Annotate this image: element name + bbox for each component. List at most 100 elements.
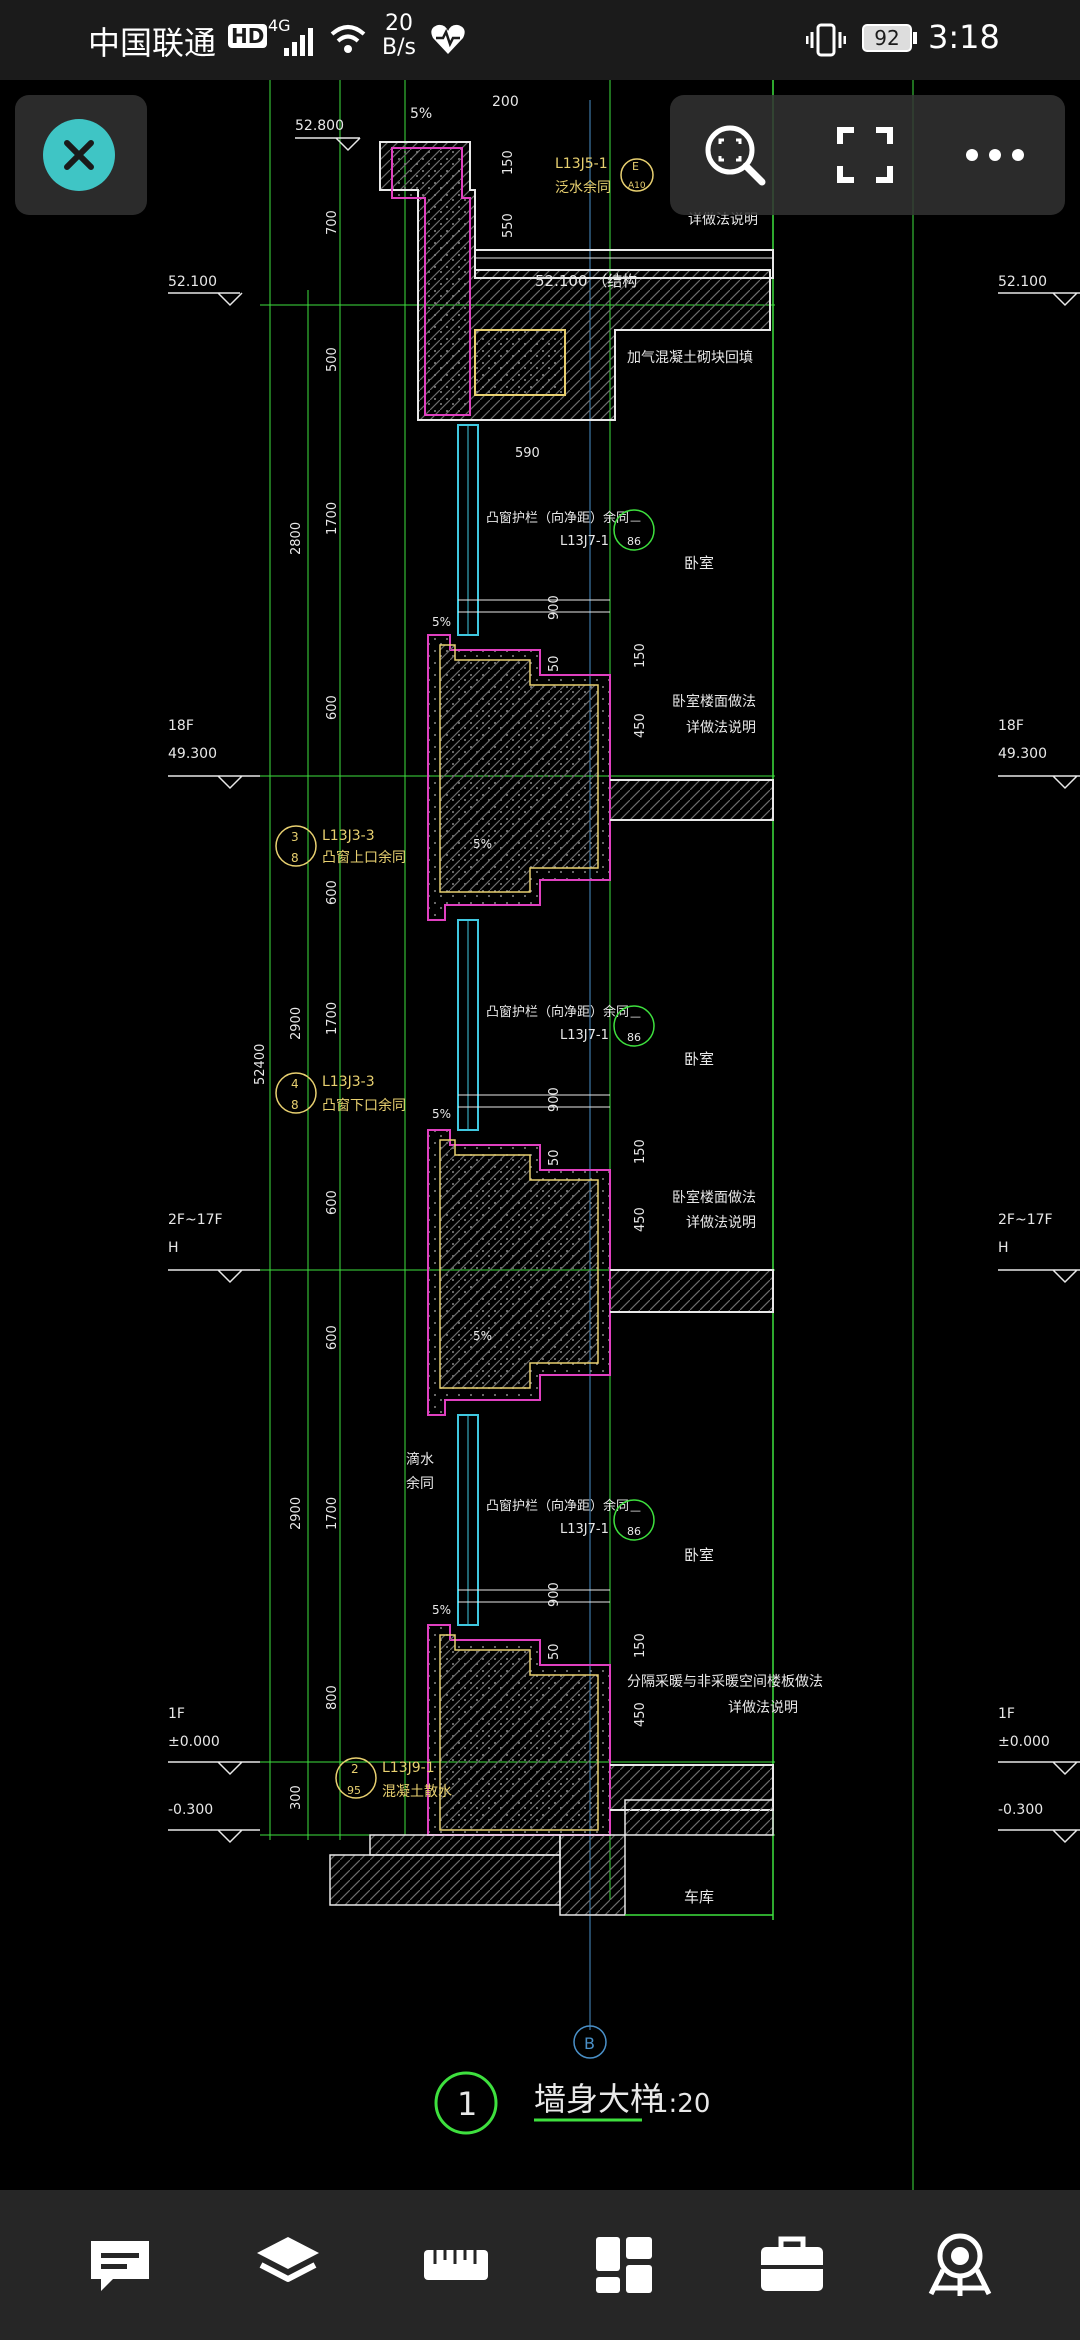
ref-bubble-86-3 [613, 1499, 655, 1541]
dim-50-2: 50 [547, 1149, 562, 1166]
dim-590: 590 [515, 446, 540, 461]
toolbox-button[interactable] [752, 2225, 832, 2305]
ref-fanshui: 泛水余同 [555, 179, 611, 196]
axis-b-bubble [573, 2025, 607, 2059]
dim-2900-2: 2900 [289, 1497, 304, 1530]
more-button[interactable] [960, 120, 1030, 190]
settings-icon [928, 2233, 992, 2296]
ref-bubble-2 [335, 1757, 377, 1799]
ref-l13j5: L13J5-1 [555, 156, 608, 172]
bedroom-floor-note-2: 卧室楼面做法 [672, 1189, 756, 1206]
bubble-86-2: 86 [627, 1031, 641, 1044]
ref-4-top: 4 [291, 1077, 299, 1091]
measure-button[interactable] [416, 2225, 496, 2305]
ref-4-bottom: 8 [291, 1098, 299, 1112]
bubble-86-1: 86 [627, 535, 641, 548]
elev-000-right: ±0.000 [998, 1734, 1050, 1750]
floor-h-right: H [998, 1240, 1009, 1256]
zoom-extents-button[interactable] [700, 120, 770, 190]
close-panel [15, 95, 147, 215]
dim-600-4: 600 [325, 1325, 340, 1350]
heated-floor-note: 分隔采暖与非采暖空间楼板做法 [627, 1674, 823, 1690]
layout-button[interactable] [584, 2225, 664, 2305]
clock: 3:18 [928, 18, 1000, 56]
view-toolbar [670, 95, 1065, 215]
detail-note-2: 详做法说明 [686, 1215, 756, 1231]
dim-50-1: 50 [547, 655, 562, 672]
slope-top: 5% [410, 106, 432, 122]
elev-roof-right: 52.100 [998, 274, 1047, 290]
more-icon [966, 149, 1024, 161]
ref-l13j7-2: L13J7-1 [560, 1028, 609, 1043]
comment-icon [91, 2241, 149, 2291]
bubble-dash-3: — [630, 1504, 641, 1517]
cad-canvas[interactable]: 52.800 5% 200 52.100 52.100 52.100 （结构 L… [0, 80, 1080, 2190]
dim-900-1: 900 [547, 595, 562, 620]
elev-m0300-left: -0.300 [168, 1802, 213, 1818]
bubble-dash-2: — [630, 1010, 641, 1023]
bubble-dash-1: — [630, 514, 641, 527]
ground-section [329, 1799, 774, 1916]
title-scale: 1:20 [652, 2089, 710, 2119]
fullscreen-button[interactable] [830, 120, 900, 190]
dim-300: 300 [289, 1785, 304, 1810]
dim-2900-1: 2900 [289, 1007, 304, 1040]
dim-600-1: 600 [325, 695, 340, 720]
detail-note-top: 详做法说明 [688, 212, 758, 228]
block-fill-note: 加气混凝土砌块回填 [627, 350, 753, 366]
bedroom-1: 卧室 [684, 554, 714, 572]
slope-2: 5% [473, 837, 492, 851]
top-elevation: 52.800 [295, 118, 344, 134]
elev-roof-left: 52.100 [168, 274, 217, 290]
ref-bubble-86-1 [613, 509, 655, 551]
zoom-extents-icon [705, 125, 766, 186]
ref-2-bottom: 95 [347, 1784, 361, 1797]
measure-icon [424, 2250, 488, 2280]
dim-450-3: 450 [633, 1702, 648, 1727]
floor-2f17f-left: 2F~17F [168, 1212, 223, 1228]
window-bay-1 [427, 424, 774, 921]
layers-button[interactable] [248, 2225, 328, 2305]
dim-150-top: 150 [501, 150, 516, 175]
ref-l13j3-2: L13J3-3 [322, 1074, 375, 1090]
window-bay-3 [427, 1414, 774, 1836]
level-markers-right [998, 292, 1080, 1844]
bedroom-floor-note-1: 卧室楼面做法 [672, 693, 756, 710]
dimension-texts: 700 500 2800 1700 600 600 2900 1700 5240… [253, 150, 648, 1810]
elev-49300-right: 49.300 [998, 746, 1047, 762]
slope-4: 5% [473, 1329, 492, 1343]
net-speed: 20 B/s [382, 12, 416, 60]
bubble-86-3: 86 [627, 1525, 641, 1538]
dim-1700-1: 1700 [325, 502, 340, 535]
floor-1f-left: 1F [168, 1706, 185, 1722]
apron-note: 混凝土散水 [382, 1784, 452, 1800]
ref-l13j7-1: L13J7-1 [560, 534, 609, 549]
ref-e-top: E [632, 160, 639, 173]
net-speed-value: 20 [384, 11, 413, 36]
window-bay-2 [427, 919, 774, 1416]
dim-200: 200 [492, 94, 519, 110]
dim-600-3: 600 [325, 1190, 340, 1215]
drawing-sheet[interactable]: 52.800 5% 200 52.100 52.100 52.100 （结构 L… [0, 80, 1080, 2190]
dim-700: 700 [325, 210, 340, 235]
dim-450-1: 450 [633, 713, 648, 738]
status-bar: 中国联通 HD 4G 20 B/s 92 3:18 [0, 0, 1080, 80]
floor-1f-right: 1F [998, 1706, 1015, 1722]
elev-m0300-right: -0.300 [998, 1802, 1043, 1818]
layout-icon [596, 2237, 652, 2293]
elev-000-left: ±0.000 [168, 1734, 220, 1750]
dim-150-3: 150 [633, 1633, 648, 1658]
ref-bubble-e [620, 158, 654, 192]
network-type: 4G [268, 16, 291, 35]
ref-3-top: 3 [291, 830, 299, 844]
bedroom-2: 卧室 [684, 1050, 714, 1068]
settings-button[interactable] [920, 2225, 1000, 2305]
dim-50-3: 50 [547, 1643, 562, 1660]
dim-450-2: 450 [633, 1207, 648, 1232]
close-button[interactable] [43, 119, 115, 191]
ref-l13j9: L13J9-1 [382, 1760, 435, 1776]
hd-badge: HD [228, 24, 268, 48]
ref-2-top: 2 [351, 1762, 359, 1776]
comment-button[interactable] [80, 2225, 160, 2305]
garage-label: 车库 [684, 1888, 714, 1906]
